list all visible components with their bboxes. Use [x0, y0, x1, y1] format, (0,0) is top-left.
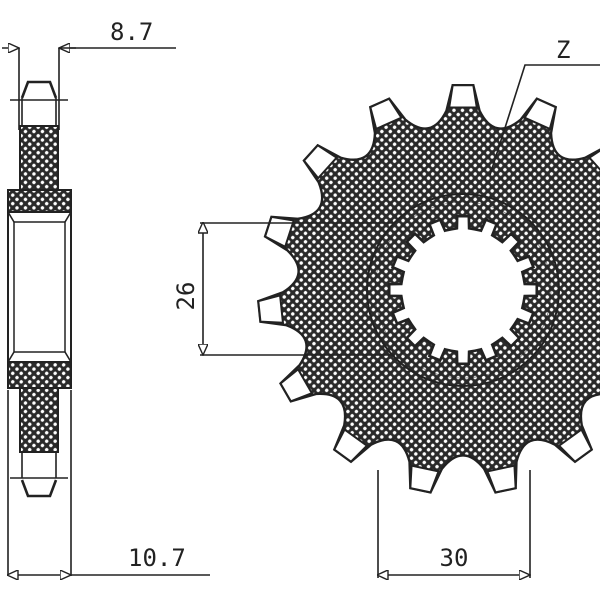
dimension-top-label: 8.7	[110, 18, 153, 46]
tooth-tip	[557, 428, 593, 464]
tooth-tip	[279, 367, 314, 403]
tooth-tip	[263, 215, 296, 249]
tooth-tip	[409, 464, 440, 494]
side-view: 8.7 10.7	[2, 18, 210, 576]
tooth-tip	[333, 428, 369, 464]
tooth-tip	[369, 97, 403, 131]
dimension-spline-diameter-label: 26	[172, 282, 200, 311]
tooth-tip	[587, 149, 600, 171]
spline-bore	[387, 214, 539, 366]
front-view: Z 26 30	[172, 36, 600, 578]
tooth-tip	[448, 84, 478, 109]
dimension-hub-width-label: 30	[440, 544, 469, 572]
teeth-count-label: Z	[556, 36, 570, 64]
tooth-tip	[257, 294, 285, 324]
tooth-tips	[257, 84, 600, 494]
tooth-tip	[302, 144, 339, 180]
teeth-count-callout: Z	[489, 36, 600, 176]
dimension-top-width: 8.7	[2, 18, 176, 130]
dimension-spline-diameter: 26	[172, 223, 395, 355]
tooth-tip	[486, 464, 517, 494]
dimension-bottom-width: 10.7	[8, 390, 210, 576]
tooth-tip	[523, 97, 557, 131]
dimension-hub-width: 30	[378, 470, 530, 578]
dimension-bottom-label: 10.7	[128, 544, 186, 572]
